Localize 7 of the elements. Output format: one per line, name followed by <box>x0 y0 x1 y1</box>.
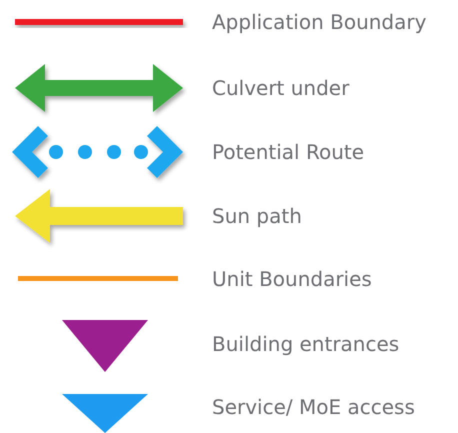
legend-label: Unit Boundaries <box>212 267 372 291</box>
legend-label: Sun path <box>212 204 302 228</box>
legend-label: Service/ MoE access <box>212 395 415 419</box>
legend-label: Potential Route <box>212 140 364 164</box>
legend-label: Building entrances <box>212 332 400 356</box>
legend-label: Culvert under <box>212 76 350 100</box>
legend-label: Application Boundary <box>212 10 426 34</box>
